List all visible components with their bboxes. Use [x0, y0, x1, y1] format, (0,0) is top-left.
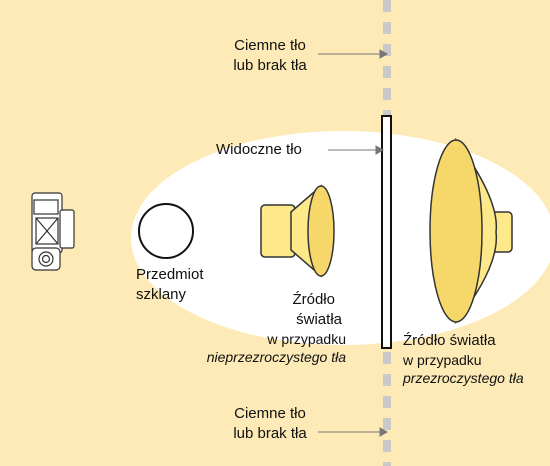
label-front-light-line1: Źródło: [292, 291, 335, 308]
glass-object: [138, 203, 194, 259]
background-panel: [381, 115, 392, 349]
label-top-background-line2: lub brak tła: [233, 57, 307, 74]
label-back-light: Źródło światła w przypadku przezroczyste…: [403, 331, 524, 387]
label-back-light-line3: przezroczystego tła: [403, 370, 524, 386]
label-top-background-line1: Ciemne tło: [234, 37, 306, 54]
arrow-bottom-bg: [318, 427, 389, 437]
label-back-light-line1: Źródło światła: [403, 332, 496, 349]
label-visible-background: Widoczne tło: [216, 141, 302, 158]
label-front-light: Źródło światła w przypadku nieprzezroczy…: [188, 290, 346, 366]
front-light-source: [260, 184, 335, 278]
label-bottom-background-line1: Ciemne tło: [234, 405, 306, 422]
label-glass-object-line2: szklany: [136, 286, 187, 303]
label-front-light-line2: światła: [296, 311, 342, 328]
label-bottom-background-line2: lub brak tła: [233, 425, 307, 442]
back-light-source: [429, 137, 513, 325]
arrow-visible-bg: [328, 145, 385, 155]
camera-icon: [31, 192, 75, 271]
label-front-light-line4: nieprzezroczystego tła: [206, 349, 346, 365]
label-bottom-background: Ciemne tło lub brak tła: [218, 404, 322, 444]
label-back-light-line2: w przypadku: [403, 352, 482, 368]
label-top-background: Ciemne tło lub brak tła: [218, 36, 322, 76]
label-front-light-line3: w przypadku: [267, 331, 346, 347]
label-glass-object-line1: Przedmiot: [136, 266, 204, 283]
label-glass-object: Przedmiot szklany: [136, 265, 204, 305]
arrow-top-bg: [318, 49, 389, 59]
